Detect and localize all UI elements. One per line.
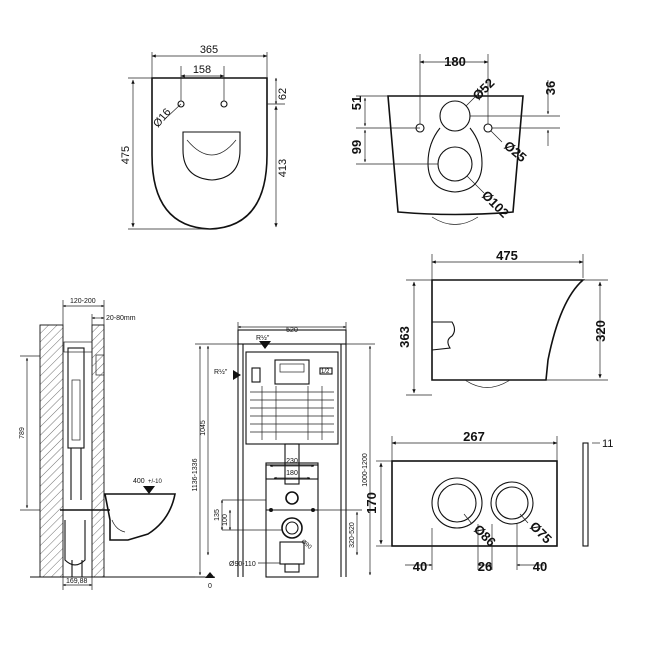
dim-waste-d90: Ø90 [300, 539, 313, 551]
dim-wall-789: 789 [19, 427, 26, 439]
dim-hole-offset: 62 [277, 88, 289, 100]
rear-wall-hatch [39, 324, 64, 578]
flush-button-small [490, 481, 534, 525]
dim-base-offset: 169,88 [66, 578, 88, 585]
frame-lower-box [265, 464, 319, 578]
dim-plate-left: 40 [413, 559, 427, 574]
dim-wall-finish: 20-80mm [106, 315, 136, 322]
dim-side-363: 363 [397, 326, 412, 348]
dim-rear-d52: Ø52 [470, 75, 498, 103]
dim-plate-gap: 26 [478, 559, 492, 574]
flush-pipe [284, 443, 300, 485]
bolt-hole-right [483, 123, 493, 133]
dim-plate-180: 180 [286, 470, 298, 477]
inlet-top-label: R½" [256, 334, 270, 342]
top-view: 365 158 475 62 413 Ø16 [120, 44, 289, 230]
dim-side-320: 320 [593, 320, 608, 342]
pan-section [104, 493, 176, 541]
dim-wall-depth: 120-200 [70, 298, 96, 305]
flush-plate-view: 267 11 170 Ø86 Ø75 40 26 40 [364, 429, 613, 574]
side-view: 475 363 320 [397, 248, 608, 396]
wall-section-view: 120-200 20-80mm 789 400 +/-10 169,88 [19, 298, 205, 590]
dim-frame-1045: 1045 [200, 420, 207, 436]
dim-frame-135: 135 [214, 509, 221, 521]
inlet-circle [439, 100, 471, 132]
front-wall-hatch [91, 324, 105, 578]
dim-top-depth: 475 [120, 146, 132, 164]
dim-plate-d75: Ø75 [527, 519, 555, 547]
dim-seat-height: 400 [133, 478, 145, 485]
bowl-opening-top [182, 131, 241, 181]
dim-frame-lower: 320-520 [349, 522, 356, 548]
fixing-hole-right [220, 100, 228, 108]
cistern-section [67, 347, 85, 449]
dim-top-width: 365 [200, 44, 218, 56]
frame-top-rail [237, 329, 347, 345]
flush-connector [285, 491, 299, 505]
outlet-spigot-side [431, 321, 456, 351]
outlet-circle [437, 146, 473, 182]
dim-frame-overall: 1136-1336 [192, 458, 199, 491]
dim-waste-range: Ø90-110 [229, 561, 256, 568]
rear-view: 180 51 99 36 Ø52 Ø25 Ø102 [349, 54, 560, 225]
dim-rear-width: 180 [444, 54, 466, 69]
dim-plate-230: 230 [286, 458, 298, 465]
inlet-side-label: R½" [214, 368, 228, 376]
dim-hole-dia: Ø16 [151, 106, 174, 130]
flush-button-large [431, 477, 483, 529]
dim-frame-width: 520 [286, 327, 298, 334]
dim-rear-front: 413 [277, 159, 289, 177]
dim-frame-inner: 1000-1200 [362, 453, 369, 487]
pan-outline-rear [387, 95, 524, 216]
dim-plate-thickness: 11 [602, 438, 613, 450]
dim-rear-99: 99 [349, 140, 364, 154]
dim-frame-100: 100 [222, 514, 229, 526]
frame-view: 1/2 R½" R½" 520 1136-1336 1045 [192, 322, 375, 590]
dim-side-length: 475 [496, 248, 518, 263]
dim-rear-d102: Ø102 [479, 188, 512, 221]
svg-text:1/2: 1/2 [321, 369, 330, 375]
cistern-body [245, 351, 339, 445]
dim-plate-right: 40 [533, 559, 547, 574]
cistern-ribs [250, 386, 334, 440]
waste-outlet [281, 517, 303, 539]
dim-rear-36: 36 [543, 81, 558, 95]
dim-rear-51: 51 [349, 96, 364, 110]
outlet-surround [427, 127, 483, 193]
dim-plate-width: 267 [463, 429, 485, 444]
pan-outline-top [151, 77, 268, 230]
dim-rear-d25: Ø25 [501, 138, 529, 165]
pan-outline-side [431, 279, 586, 381]
dim-seat-tol: +/-10 [148, 479, 163, 485]
dim-plate-height: 170 [364, 492, 379, 514]
floor-level: 0 [208, 583, 212, 590]
flush-plate-profile [582, 442, 589, 547]
cistern-valve-box [274, 359, 310, 385]
flush-plate-outline [391, 460, 558, 547]
dim-hole-spacing: 158 [193, 64, 211, 76]
